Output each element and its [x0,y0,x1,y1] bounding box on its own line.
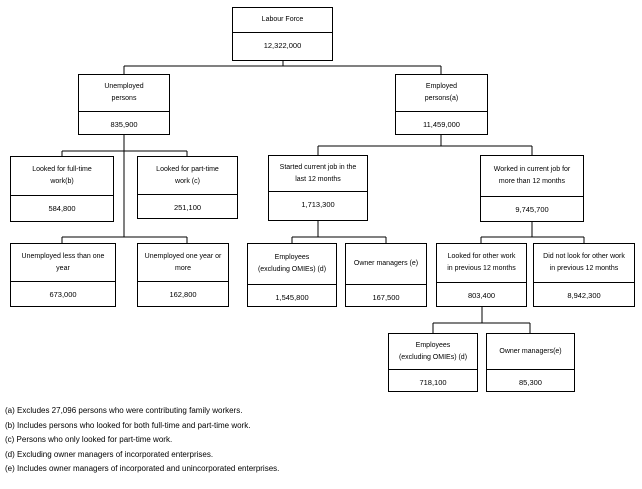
node-looked-other-work: Looked for other work in previous 12 mon… [436,243,527,307]
node-value: 803,400 [467,291,496,300]
node-label: Employed persons(a) [396,75,487,112]
node-value: 673,000 [49,290,77,299]
node-label: Started current job in the last 12 month… [269,156,367,192]
node-label: Did not look for other work in previous … [534,244,634,283]
node-label: Employees (excluding OMIEs) (d) [248,244,336,285]
node-value: 85,300 [519,378,542,387]
node-employees-excl-omies-started: Employees (excluding OMIEs) (d) 1,545,80… [247,243,337,307]
connector-employed-to-children [317,135,533,155]
node-value: 11,459,000 [423,120,460,129]
node-employees-excl-omies-looked: Employees (excluding OMIEs) (d) 718,100 [388,333,478,392]
footnote-a: (a) Excludes 27,096 persons who were con… [5,406,243,415]
node-label: Looked for full-time work(b) [11,157,113,196]
connector-worked-to-children [480,222,585,243]
node-label: Owner managers(e) [487,334,574,370]
footnote-e: (e) Includes owner managers of incorpora… [5,464,280,473]
node-label: Worked in current job for more than 12 m… [481,156,583,197]
node-owner-managers-looked: Owner managers(e) 85,300 [486,333,575,392]
node-label: Unemployed less than one year [11,244,115,282]
node-value: 167,500 [372,293,400,302]
node-employed-persons: Employed persons(a) 11,459,000 [395,74,488,135]
node-value: 584,800 [48,204,76,213]
node-worked-current-job: Worked in current job for more than 12 m… [480,155,584,222]
footnote-d: (d) Excluding owner managers of incorpor… [5,449,214,459]
node-unemployed-one-year-or-more: Unemployed one year or more 162,800 [137,243,229,307]
node-value: 835,900 [110,120,138,129]
node-looked-part-time-work: Looked for part-time work (c) 251,100 [137,156,238,219]
node-value: 162,800 [169,290,197,299]
node-label: Unemployed persons [79,75,169,112]
node-value: 8,942,300 [567,291,601,300]
node-unemployed-less-than-one-year: Unemployed less than one year 673,000 [10,243,116,307]
node-label: Labour Force [233,8,332,33]
node-labour-force: Labour Force 12,322,000 [232,7,333,61]
footnote-c: (c) Persons who only looked for part-tim… [5,435,173,444]
node-value: 1,713,300 [301,200,335,209]
node-label: Unemployed one year or more [138,244,228,282]
node-did-not-look-other-work: Did not look for other work in previous … [533,243,635,307]
node-label: Employees (excluding OMIEs) (d) [389,334,477,370]
footnote-b: (b) Includes persons who looked for both… [5,420,251,430]
node-unemployed-persons: Unemployed persons 835,900 [78,74,170,135]
node-label: Looked for other work in previous 12 mon… [437,244,526,283]
connector-looked-other-to-children [432,307,531,333]
node-looked-full-time-work: Looked for full-time work(b) 584,800 [10,156,114,222]
node-owner-managers-started: Owner managers (e) 167,500 [345,243,427,307]
node-label: Looked for part-time work (c) [138,157,237,195]
footnotes: (a) Excludes 27,096 persons who were con… [5,404,279,477]
node-value: 9,745,700 [515,205,549,214]
node-label: Owner managers (e) [346,244,426,285]
connector-started-to-children [291,221,387,243]
node-value: 718,100 [419,378,447,387]
connector-unemployed-to-children [61,135,188,243]
node-value: 12,322,000 [263,41,302,50]
connector-labour-to-row1 [123,61,442,74]
node-started-current-job: Started current job in the last 12 month… [268,155,368,221]
node-value: 251,100 [173,203,202,212]
node-value: 1,545,800 [275,293,309,302]
